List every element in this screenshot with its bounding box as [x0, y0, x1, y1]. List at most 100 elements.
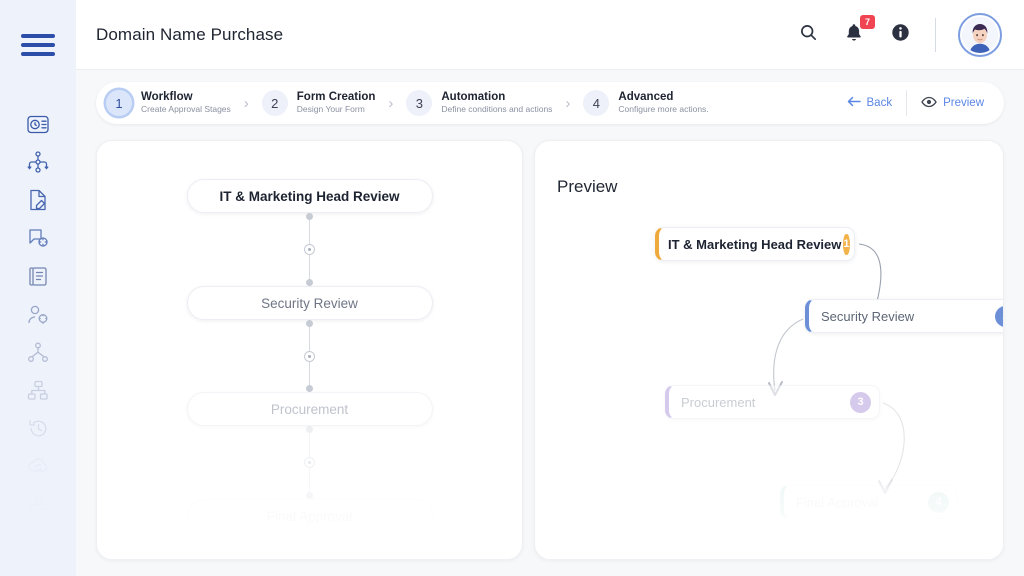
step-number: 2 [261, 90, 288, 116]
search-button[interactable] [795, 22, 821, 48]
user-settings-icon [27, 304, 49, 325]
sidebar-item-user-settings[interactable] [20, 302, 56, 326]
preview-panel: Preview IT & Marketing Head Review 1 Sec… [534, 140, 1004, 560]
info-button[interactable] [887, 22, 913, 48]
header-divider [935, 17, 936, 52]
notification-badge: 7 [860, 14, 875, 29]
sidebar-item-hierarchy[interactable] [20, 340, 56, 364]
stepper-step-automation[interactable]: 3 Automation Define conditions and actio… [404, 90, 554, 116]
preview-node-1[interactable]: IT & Marketing Head Review 1 [655, 227, 855, 261]
hamburger-bar [21, 52, 55, 56]
preview-node-badge: 3 [850, 391, 871, 413]
bell-icon [845, 23, 863, 47]
sidebar-item-org-chart[interactable] [20, 378, 56, 402]
chat-settings-icon [27, 227, 49, 249]
preview-node-4[interactable]: Final Approval 4 [780, 485, 958, 519]
connector-line [308, 361, 311, 385]
workflow-node-label: Procurement [270, 401, 349, 417]
cloud-refresh-icon [27, 456, 49, 476]
org-chart-icon [27, 380, 49, 401]
step-description: Design Your Form [296, 104, 365, 115]
network-share-icon [27, 494, 49, 515]
connector-line [308, 255, 311, 279]
sidebar-item-document-edit[interactable] [20, 188, 56, 212]
step-title: Form Creation [296, 91, 376, 103]
chevron-right-icon: › [388, 94, 394, 112]
connector-dot [306, 492, 313, 499]
stepper-step-advanced[interactable]: 4 Advanced Configure more actions. [581, 90, 710, 116]
workflow-node-1[interactable]: IT & Marketing Head Review [186, 179, 433, 213]
plug-center [308, 248, 311, 251]
workflow-connector-1[interactable] [300, 213, 320, 286]
workflow-stepper: 1 Workflow Create Approval Stages › 2 Fo… [96, 82, 1004, 124]
sidebar-nav [0, 112, 76, 516]
user-avatar-image [962, 16, 998, 53]
preview-node-label: Procurement [681, 394, 756, 410]
back-label: Back [866, 97, 893, 109]
workflow-nodes-icon [27, 151, 49, 173]
sidebar-item-cloud-refresh[interactable] [20, 454, 56, 478]
app-header: Domain Name Purchase [76, 0, 1024, 70]
workflow-node-label: IT & Marketing Head Review [219, 188, 400, 204]
document-edit-icon [28, 189, 48, 211]
step-text: Workflow Create Approval Stages [141, 91, 231, 115]
workflow-node-4[interactable]: Final Approval [186, 499, 433, 533]
page-title: Domain Name Purchase [96, 24, 284, 44]
chevron-right-icon: › [565, 94, 571, 112]
workflow-canvas: IT & Marketing Head Review Security Revi… [97, 141, 522, 559]
book-copy-icon [28, 266, 49, 287]
search-icon [800, 24, 817, 46]
step-description: Define conditions and actions [441, 104, 553, 115]
hamburger-menu-icon[interactable] [21, 34, 55, 56]
stepper-step-form-creation[interactable]: 2 Form Creation Design Your Form [260, 90, 378, 116]
step-text: Advanced Configure more actions. [618, 91, 708, 115]
workflow-connector-2[interactable] [300, 320, 320, 392]
step-text: Form Creation Design Your Form [297, 91, 376, 115]
notifications-button[interactable]: 7 [841, 14, 875, 48]
sidebar-item-clock-list[interactable] [20, 112, 56, 136]
history-icon [28, 418, 49, 439]
stepper-step-workflow[interactable]: 1 Workflow Create Approval Stages [104, 90, 233, 116]
hamburger-bar [21, 43, 55, 47]
plug-center [308, 354, 311, 358]
preview-node-label: IT & Marketing Head Review [668, 236, 842, 252]
sidebar [0, 0, 76, 576]
sidebar-item-chat-settings[interactable] [20, 226, 56, 250]
step-title: Automation [441, 91, 506, 103]
stepper-divider [906, 90, 908, 116]
workflow-builder-panel: IT & Marketing Head Review Security Revi… [96, 140, 523, 560]
step-description: Configure more actions. [618, 104, 709, 115]
connector-dot [306, 213, 313, 220]
plug-center [308, 461, 311, 464]
sidebar-item-history[interactable] [20, 416, 56, 440]
preview-node-badge: 2 [995, 305, 1003, 327]
preview-node-3[interactable]: Procurement 3 [665, 385, 880, 419]
info-icon [891, 23, 910, 47]
add-step-icon[interactable] [304, 244, 315, 255]
sidebar-item-book-copy[interactable] [20, 264, 56, 288]
step-number: 1 [106, 90, 132, 116]
preview-node-2[interactable]: Security Review 2 [805, 299, 1003, 333]
workflow-node-2[interactable]: Security Review [186, 286, 433, 320]
connector-line [308, 220, 311, 244]
connector-dot [306, 320, 313, 327]
step-number: 3 [406, 90, 433, 116]
sidebar-item-network-share[interactable] [20, 492, 56, 516]
connector-line [308, 468, 311, 492]
connector-line [308, 433, 311, 457]
add-step-icon[interactable] [304, 457, 315, 468]
add-step-icon[interactable] [304, 350, 315, 362]
sidebar-item-workflow[interactable] [20, 150, 56, 174]
workflow-node-label: Final Approval [266, 508, 353, 524]
workflow-node-3[interactable]: Procurement [186, 392, 433, 426]
preview-button[interactable]: Preview [907, 96, 998, 111]
step-number: 4 [583, 90, 610, 116]
back-button[interactable]: Back [833, 96, 907, 110]
step-title: Workflow [141, 91, 193, 103]
step-text: Automation Define conditions and actions [441, 91, 552, 115]
workflow-connector-3[interactable] [300, 426, 320, 499]
avatar[interactable] [958, 12, 1002, 57]
preview-label: Preview [943, 97, 984, 109]
hamburger-bar [21, 34, 55, 38]
